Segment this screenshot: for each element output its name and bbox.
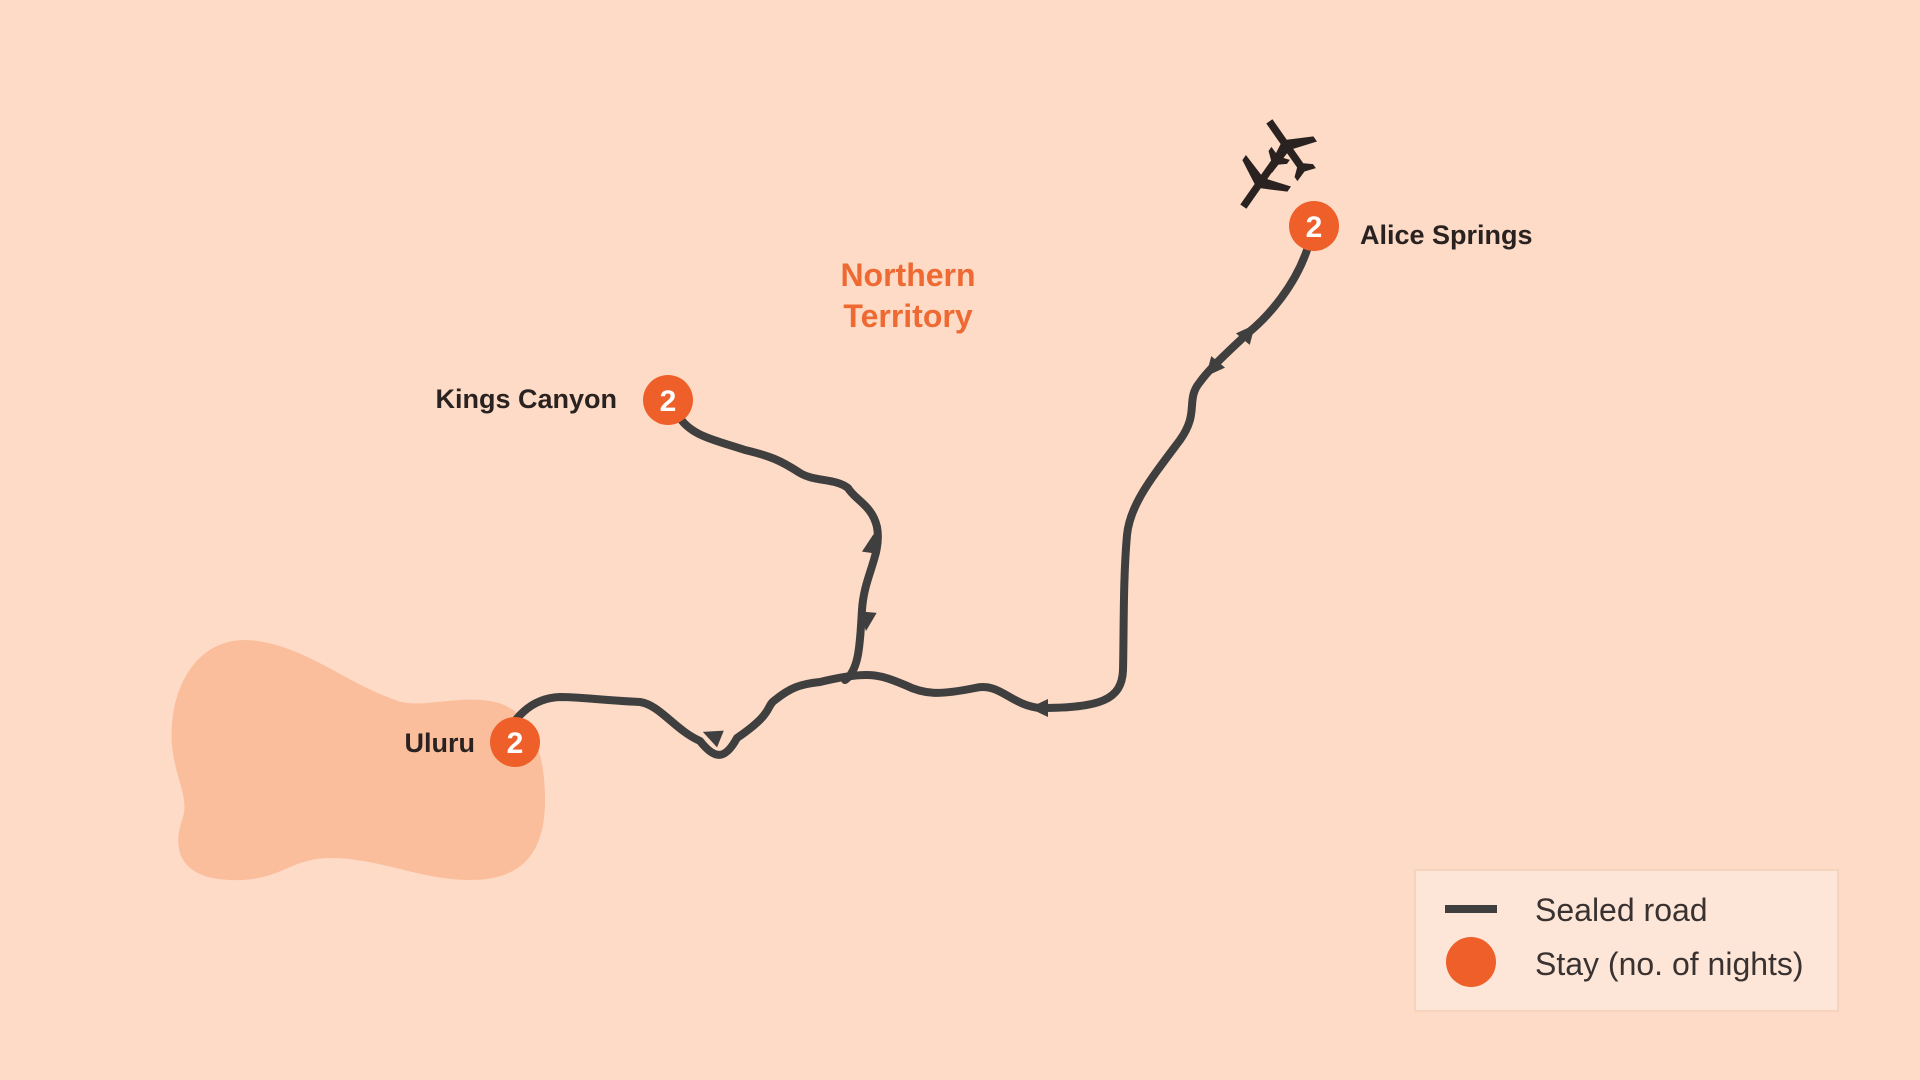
direction-arrow xyxy=(861,534,880,555)
stop-uluru[interactable]: 2 Uluru xyxy=(405,717,541,767)
stay-nights: 2 xyxy=(507,727,524,760)
legend-stay-swatch xyxy=(1446,937,1496,987)
stay-marker xyxy=(643,375,693,425)
stop-label: Kings Canyon xyxy=(435,384,617,414)
stop-alice-springs[interactable]: 2 Alice Springs xyxy=(1289,201,1533,251)
uluru-park-area xyxy=(171,640,545,881)
stay-marker xyxy=(490,717,540,767)
direction-arrow xyxy=(1235,324,1256,345)
legend-stay-label: Stay (no. of nights) xyxy=(1535,946,1804,982)
direction-arrow xyxy=(1205,356,1226,377)
direction-arrow xyxy=(858,611,877,631)
region-label: Northern xyxy=(840,257,975,293)
map-legend: Sealed road Stay (no. of nights) xyxy=(1414,869,1839,1012)
region-label: Territory xyxy=(843,298,972,334)
stay-nights: 2 xyxy=(660,385,677,418)
direction-arrows xyxy=(702,324,1256,748)
sealed-road-spur-kings-canyon xyxy=(674,411,882,684)
legend-road-label: Sealed road xyxy=(1535,892,1708,928)
direction-arrow xyxy=(1029,699,1048,717)
stay-nights: 2 xyxy=(1306,211,1323,244)
stop-label: Alice Springs xyxy=(1360,220,1533,250)
direction-arrow xyxy=(702,730,724,748)
legend-box xyxy=(1414,869,1839,1012)
stop-kings-canyon[interactable]: 2 Kings Canyon xyxy=(435,375,693,425)
stay-marker xyxy=(1289,201,1339,251)
sealed-road-route xyxy=(501,246,1311,759)
stop-label: Uluru xyxy=(405,728,476,758)
airplane-icon xyxy=(1240,119,1317,209)
